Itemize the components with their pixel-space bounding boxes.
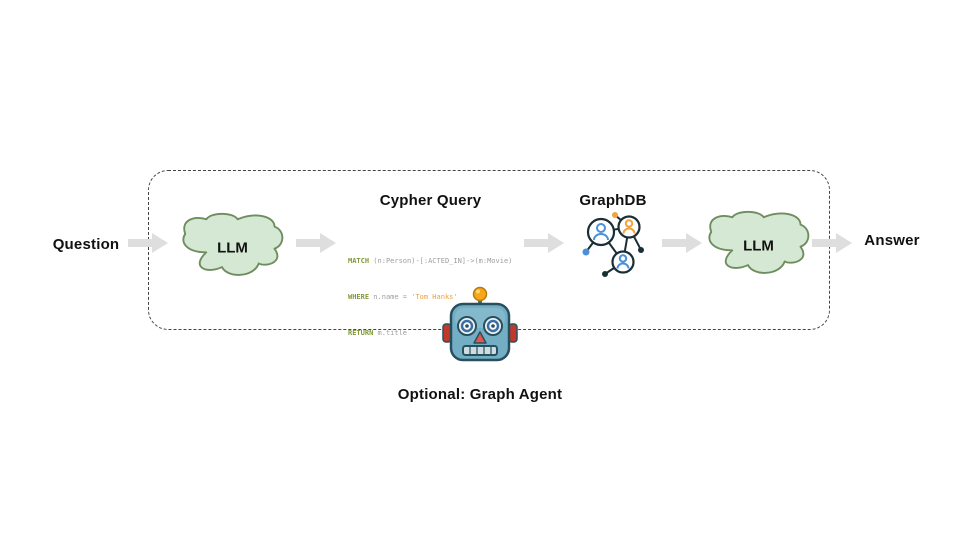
code-keyword: WHERE [348,293,374,301]
code-line-3: RETURN m.title [348,327,512,339]
arrow-right-icon [296,233,336,253]
graphdb-title: GraphDB [579,192,647,209]
cypher-code-block: MATCH (n:Person)-[:ACTED_IN]->(m:Movie) … [348,231,512,363]
code-string: 'Tom Hanks' [411,293,458,301]
arrow-right-icon [524,233,564,253]
llm-left-label: LLM [217,239,248,257]
code-line-1: MATCH (n:Person)-[:ACTED_IN]->(m:Movie) [348,255,512,267]
code-keyword: RETURN [348,329,378,337]
code-text: m.title [377,329,408,337]
llm-right-label: LLM [743,237,774,255]
graph-network-icon [582,212,644,277]
code-line-2: WHERE n.name = 'Tom Hanks' [348,291,512,303]
robot-icon [442,286,518,362]
code-text: (n:Person)-[:ACTED_IN]->(m:Movie) [373,257,513,265]
arrow-right-icon [662,233,702,253]
code-text: n.name = [373,293,412,301]
arrow-right-icon [128,233,168,253]
code-keyword: MATCH [348,257,374,265]
arrow-right-icon [812,233,852,253]
cypher-query-title: Cypher Query [379,192,482,209]
optional-graph-agent-label: Optional: Graph Agent [397,386,563,403]
llm-left-node: LLM [180,208,285,282]
llm-right-node: LLM [706,206,811,280]
question-label: Question [52,236,120,253]
answer-label: Answer [864,232,920,249]
cloud-icon [182,212,284,276]
cloud-icon [708,210,810,274]
